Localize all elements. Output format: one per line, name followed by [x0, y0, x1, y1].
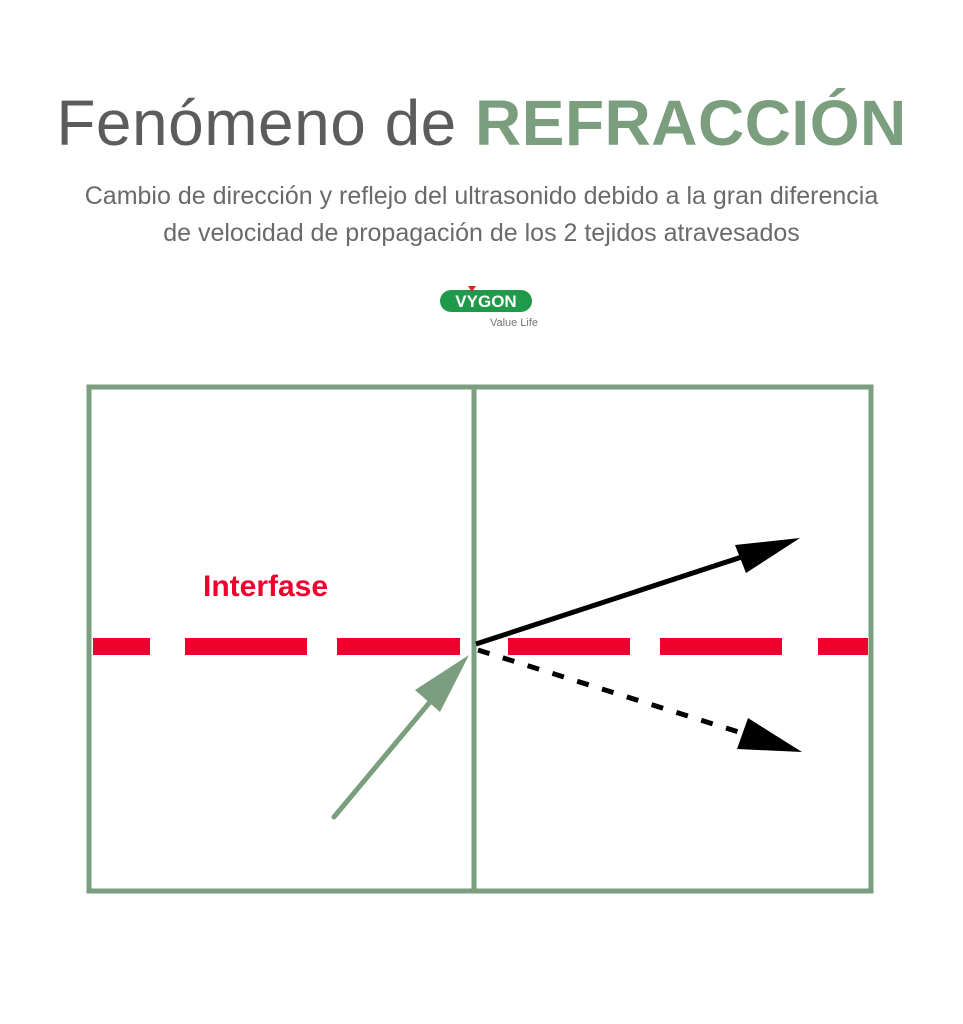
title-prefix: Fenómeno de — [56, 87, 457, 159]
reflected-dotted-arrow — [477, 647, 802, 752]
incident-arrow — [331, 655, 469, 820]
interface-label: Interfase — [203, 570, 328, 603]
page-title: Fenómeno de REFRACCIÓN — [0, 86, 963, 160]
diagram-frame — [86, 384, 874, 894]
svg-text:VYGON: VYGON — [455, 292, 516, 311]
title-highlight: REFRACCIÓN — [475, 87, 907, 159]
vygon-logo: VYGON Value Life — [440, 286, 538, 329]
svg-text:Value Life: Value Life — [490, 317, 538, 329]
subtitle-line-1: Cambio de dirección y reflejo del ultras… — [84, 182, 879, 210]
subtitle-line-2: de velocidad de propagación de los 2 tej… — [163, 219, 800, 247]
interface-line — [93, 638, 868, 655]
subtitle: Cambio de dirección y reflejo del ultras… — [0, 178, 963, 252]
refracted-arrow — [475, 538, 800, 647]
